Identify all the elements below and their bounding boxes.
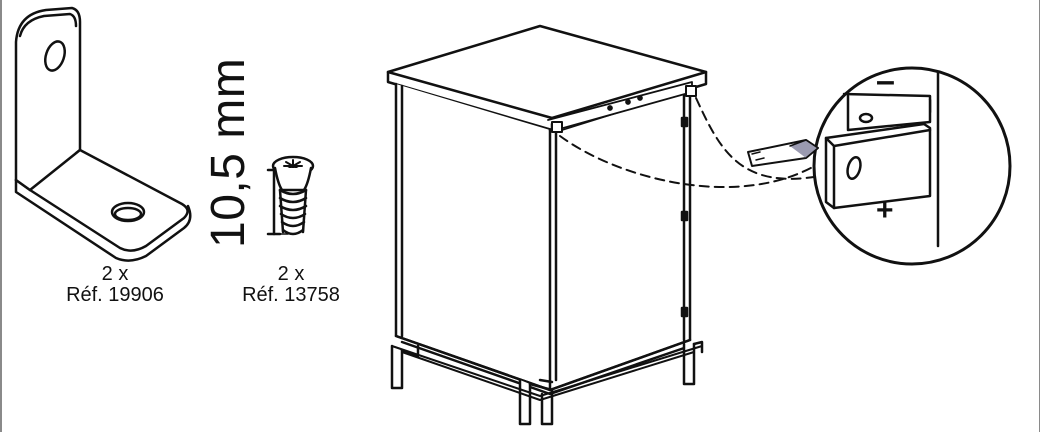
minus-sign: – bbox=[876, 62, 895, 100]
bracket-quantity: 2 x bbox=[101, 263, 129, 285]
screw-quantity: 2 x bbox=[277, 263, 305, 285]
screw-illustration bbox=[266, 155, 315, 236]
plus-sign: + bbox=[876, 194, 894, 227]
detail-zoom-circle bbox=[747, 66, 1012, 266]
screw-length-dimension: 10,5 mm bbox=[202, 57, 255, 248]
screw-reference: Réf. 13758 bbox=[242, 284, 340, 306]
cabinet-illustration bbox=[386, 24, 708, 426]
leader-lines bbox=[559, 97, 821, 189]
screw-label: 2 x Réf. 13758 bbox=[196, 264, 386, 306]
left-border bbox=[0, 0, 2, 432]
bracket-label: 2 x Réf. 19906 bbox=[20, 264, 210, 306]
angle-bracket-illustration bbox=[14, 6, 192, 262]
bracket-reference: Réf. 19906 bbox=[66, 284, 164, 306]
